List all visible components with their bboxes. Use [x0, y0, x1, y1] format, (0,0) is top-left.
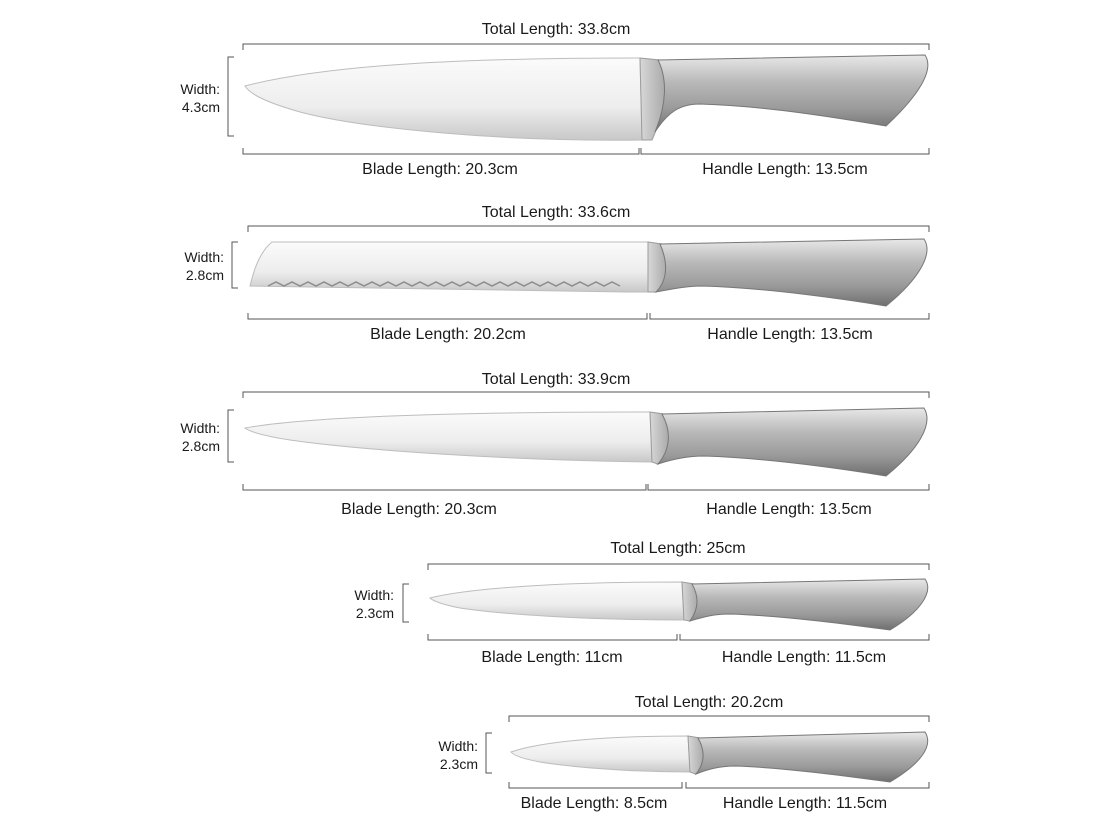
knife-2-width-bracket: [231, 241, 238, 289]
knife-3-total-label: Total Length: 33.9cm: [481, 371, 631, 388]
knife-4-utility: [402, 563, 930, 641]
knife-3-blade-bracket: [242, 484, 647, 491]
knife-2-handle: [654, 238, 928, 307]
knife-2-total-label: Total Length: 33.6cm: [481, 204, 631, 221]
knife-5-handle-bracket: [685, 782, 930, 789]
knife-1-total-bracket: [242, 43, 930, 50]
knife-1-width-bracket: [227, 56, 234, 137]
knife-1-width-value: 4.3cm: [181, 99, 220, 115]
knife-4-handle-label: Handle Length: 11.5cm: [721, 649, 887, 666]
knife-4-handle: [688, 578, 929, 631]
knife-2-handle-label: Handle Length: 13.5cm: [707, 326, 873, 343]
knife-2-blade-bracket: [247, 313, 648, 320]
knife-4-blade-bracket: [427, 634, 678, 641]
knife-4-total-bracket: [427, 563, 930, 570]
knife-4-width-bracket: [402, 583, 409, 623]
knife-1-handle-label: Handle Length: 13.5cm: [702, 161, 868, 178]
knife-5-handle: [694, 731, 929, 783]
knife-4-width-value: 2.3cm: [355, 605, 394, 621]
knife-4-width-label: Width: 2.3cm: [346, 586, 394, 622]
knife-3-blade-label: Blade Length: 20.3cm: [341, 501, 497, 518]
knife-2-blade-label: Blade Length: 20.2cm: [370, 326, 526, 343]
knife-2-handle-bracket: [649, 313, 930, 320]
knife-3-width-value: 2.8cm: [181, 438, 220, 454]
knife-5-blade: [510, 735, 691, 773]
knife-5-total-label: Total Length: 20.2cm: [634, 694, 784, 711]
knife-1-width-label: Width: 4.3cm: [172, 80, 220, 116]
knife-5-width-label: Width: 2.3cm: [430, 737, 478, 773]
knife-5-total-bracket: [508, 715, 930, 722]
knife-3-handle: [656, 407, 928, 477]
knife-2-width-title: Width:: [184, 249, 224, 265]
knife-3-blade: [243, 411, 653, 463]
knife-1-handle-bracket: [640, 148, 930, 155]
knife-1-handle: [654, 54, 929, 133]
knife-5-width-bracket: [485, 732, 492, 774]
knife-1-blade: [244, 57, 643, 141]
knife-1-chef: [227, 43, 930, 155]
knife-2-serrations: [267, 281, 621, 287]
knife-5-blade-label: Blade Length: 8.5cm: [520, 795, 668, 812]
knife-4-blade: [429, 581, 685, 621]
knife-5-width-value: 2.3cm: [439, 756, 478, 772]
knife-3-width-title: Width:: [180, 420, 220, 436]
knife-2-bread: [231, 225, 930, 320]
knife-3-total-bracket: [242, 391, 930, 398]
knife-4-handle-bracket: [679, 634, 930, 641]
knife-3-width-label: Width: 2.8cm: [172, 419, 220, 455]
knife-3-slicing: [227, 391, 930, 491]
knife-3-width-bracket: [227, 409, 234, 463]
knife-2-total-bracket: [247, 225, 930, 232]
knife-5-width-title: Width:: [438, 738, 478, 754]
knife-5-handle-label: Handle Length: 11.5cm: [722, 795, 888, 812]
knife-3-handle-bracket: [647, 484, 930, 491]
knife-2-width-value: 2.8cm: [185, 267, 224, 283]
knife-4-blade-label: Blade Length: 11cm: [481, 649, 623, 666]
knife-5-paring: [485, 715, 930, 789]
knife-4-width-title: Width:: [354, 587, 394, 603]
knife-2-width-label: Width: 2.8cm: [176, 248, 224, 284]
knife-4-total-label: Total Length: 25cm: [610, 540, 746, 557]
knife-1-blade-label: Blade Length: 20.3cm: [362, 161, 518, 178]
knife-3-handle-label: Handle Length: 13.5cm: [706, 501, 872, 518]
knife-5-blade-bracket: [508, 782, 683, 789]
knife-1-blade-bracket: [242, 148, 640, 155]
knife-1-total-label: Total Length: 33.8cm: [481, 21, 631, 38]
knife-1-width-title: Width:: [180, 81, 220, 97]
